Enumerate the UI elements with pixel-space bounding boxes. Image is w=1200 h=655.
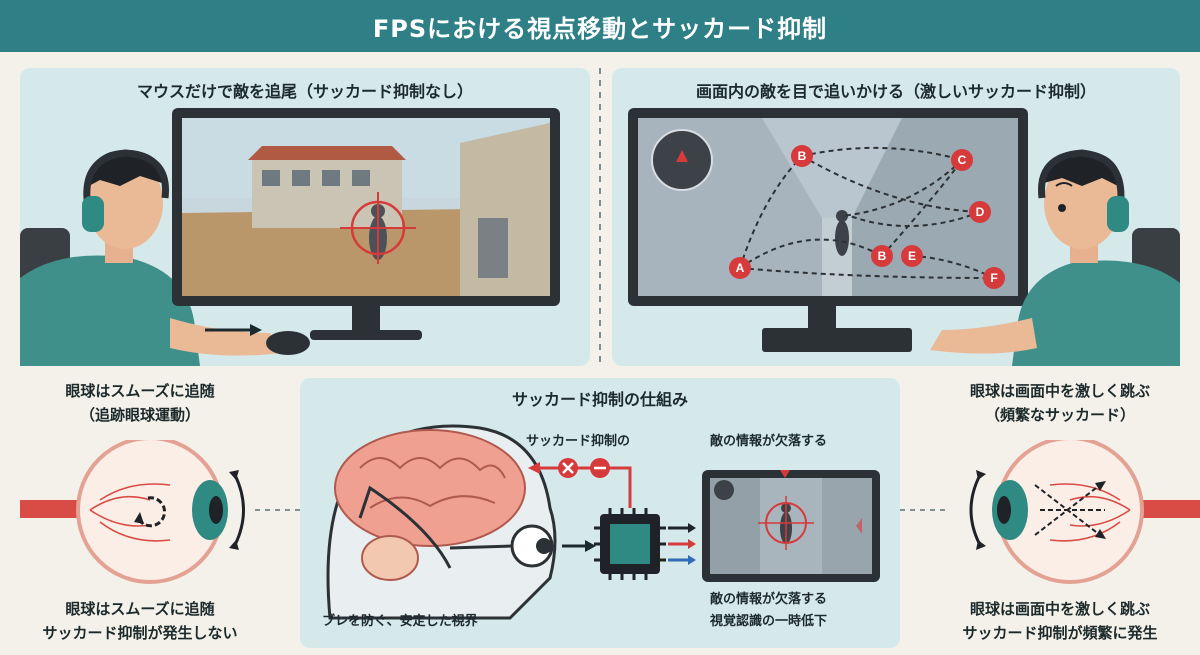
saccade-markers: [729, 145, 1005, 289]
eye-left-bottom-line2: サッカード抑制が発生しない: [42, 624, 238, 642]
marker-label-c: C: [958, 153, 967, 167]
left-scene-illustration: [20, 108, 560, 366]
screen-bottom-line1: 敵の情報が欠落する: [710, 592, 828, 607]
marker-f: [983, 267, 1005, 289]
left-scene-panel: マウスだけで敵を追尾（サッカード抑制なし）: [20, 68, 590, 366]
marker-label-f: F: [990, 271, 997, 285]
marker-d: [969, 201, 991, 223]
right-panel-title: 画面内の敵を目で追いかける（激しいサッカード抑制）: [695, 82, 1096, 101]
right-scene-illustration: A B B E C D F: [628, 108, 1180, 366]
right-scene-panel: 画面内の敵を目で追いかける（激しいサッカード抑制）: [612, 68, 1180, 366]
page-title: FPSにおける視点移動とサッカード抑制: [0, 0, 1200, 52]
eye-right-top-line1: 眼球は画面中を激しく跳ぶ: [969, 382, 1150, 400]
marker-b2: [871, 245, 893, 267]
marker-label-a: A: [736, 261, 745, 275]
marker-label-d: D: [976, 205, 985, 219]
smooth-eye-illustration: [20, 440, 245, 584]
marker-label-b2: B: [878, 249, 887, 263]
eye-left-bottom-line1: 眼球はスムーズに追随: [65, 600, 215, 618]
marker-label-e: E: [908, 249, 916, 263]
screen-top-label: 敵の情報が欠落する: [710, 434, 828, 449]
marker-e: [901, 245, 923, 267]
marker-c: [951, 149, 973, 171]
marker-label-b: B: [798, 149, 807, 163]
screen-bottom-line2: 視覚認識の一時低下: [710, 614, 828, 629]
eye-right-bottom-line2: サッカード抑制が頻繁に発生: [962, 624, 1158, 642]
saccade-eye-illustration: [969, 440, 1200, 584]
brain-caption: ブレを防ぐ、安定した視界: [322, 614, 478, 629]
title-text: FPSにおける視点移動とサッカード抑制: [372, 14, 828, 43]
left-panel-title: マウスだけで敵を追尾（サッカード抑制なし）: [136, 82, 473, 101]
eye-left-top-line1: 眼球はスムーズに追随: [65, 382, 215, 400]
marker-b: [791, 145, 813, 167]
eye-right-top-line2: （頻繁なサッカード）: [984, 406, 1135, 424]
mechanism-title: サッカード抑制の仕組み: [511, 390, 688, 409]
mechanism-diagram: [326, 424, 880, 620]
suppress-label: サッカード抑制の: [526, 434, 631, 449]
eye-right-bottom-line1: 眼球は画面中を激しく跳ぶ: [969, 600, 1150, 618]
marker-a: [729, 257, 751, 279]
mechanism-panel: サッカード抑制の仕組み: [300, 378, 900, 648]
eye-left-top-line2: （追跡眼球運動）: [79, 406, 200, 424]
